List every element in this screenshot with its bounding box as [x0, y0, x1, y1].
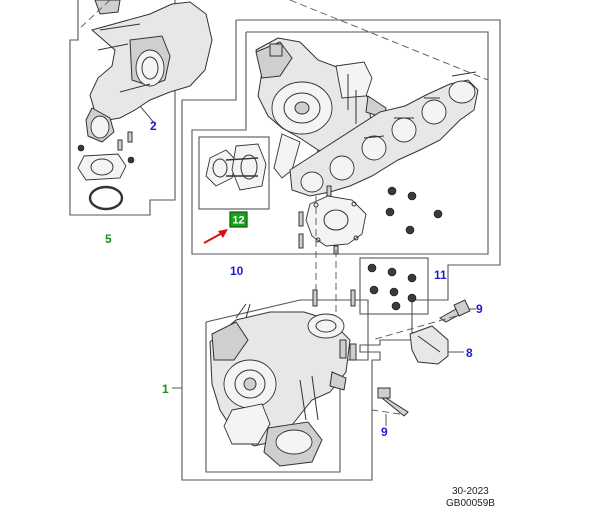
bolt-upper [439, 299, 471, 323]
kit-10-boundary [191, 31, 489, 255]
callout-5[interactable]: 5 [105, 232, 112, 246]
diagram-reference-code: GB00059B [446, 498, 495, 508]
nut-set-11 [367, 263, 417, 311]
main-kit-boundary [181, 19, 501, 481]
left-assembly-group [69, 0, 213, 216]
bolt-lower [377, 387, 409, 417]
exhaust-manifold [289, 71, 479, 197]
nut-set-upper [385, 186, 443, 235]
callout-10[interactable]: 10 [230, 264, 244, 278]
red-pointer-arrow [203, 229, 228, 244]
callout-12-label: 12 [232, 215, 244, 227]
turbocharger-lower [209, 303, 357, 467]
gasket-kit-12 [205, 143, 267, 191]
callout-11[interactable]: 11 [434, 268, 447, 282]
gasket-kit-12-boundary [198, 136, 270, 210]
callout-9-upper[interactable]: 9 [476, 302, 483, 316]
diagram-section-code: 30-2023 [452, 486, 489, 497]
bracket [409, 325, 449, 365]
callout-9-lower[interactable]: 9 [381, 425, 388, 439]
callout-8[interactable]: 8 [466, 346, 473, 360]
assembly-guide-lines [77, 0, 489, 415]
callout-2[interactable]: 2 [150, 119, 157, 133]
callout-1[interactable]: 1 [162, 382, 169, 396]
turbocharger-upper [255, 37, 387, 181]
manifold-turbo-gasket [305, 195, 367, 247]
callout-12-highlight[interactable]: 12 [229, 211, 248, 228]
nut-set-11-boundary [359, 257, 429, 315]
